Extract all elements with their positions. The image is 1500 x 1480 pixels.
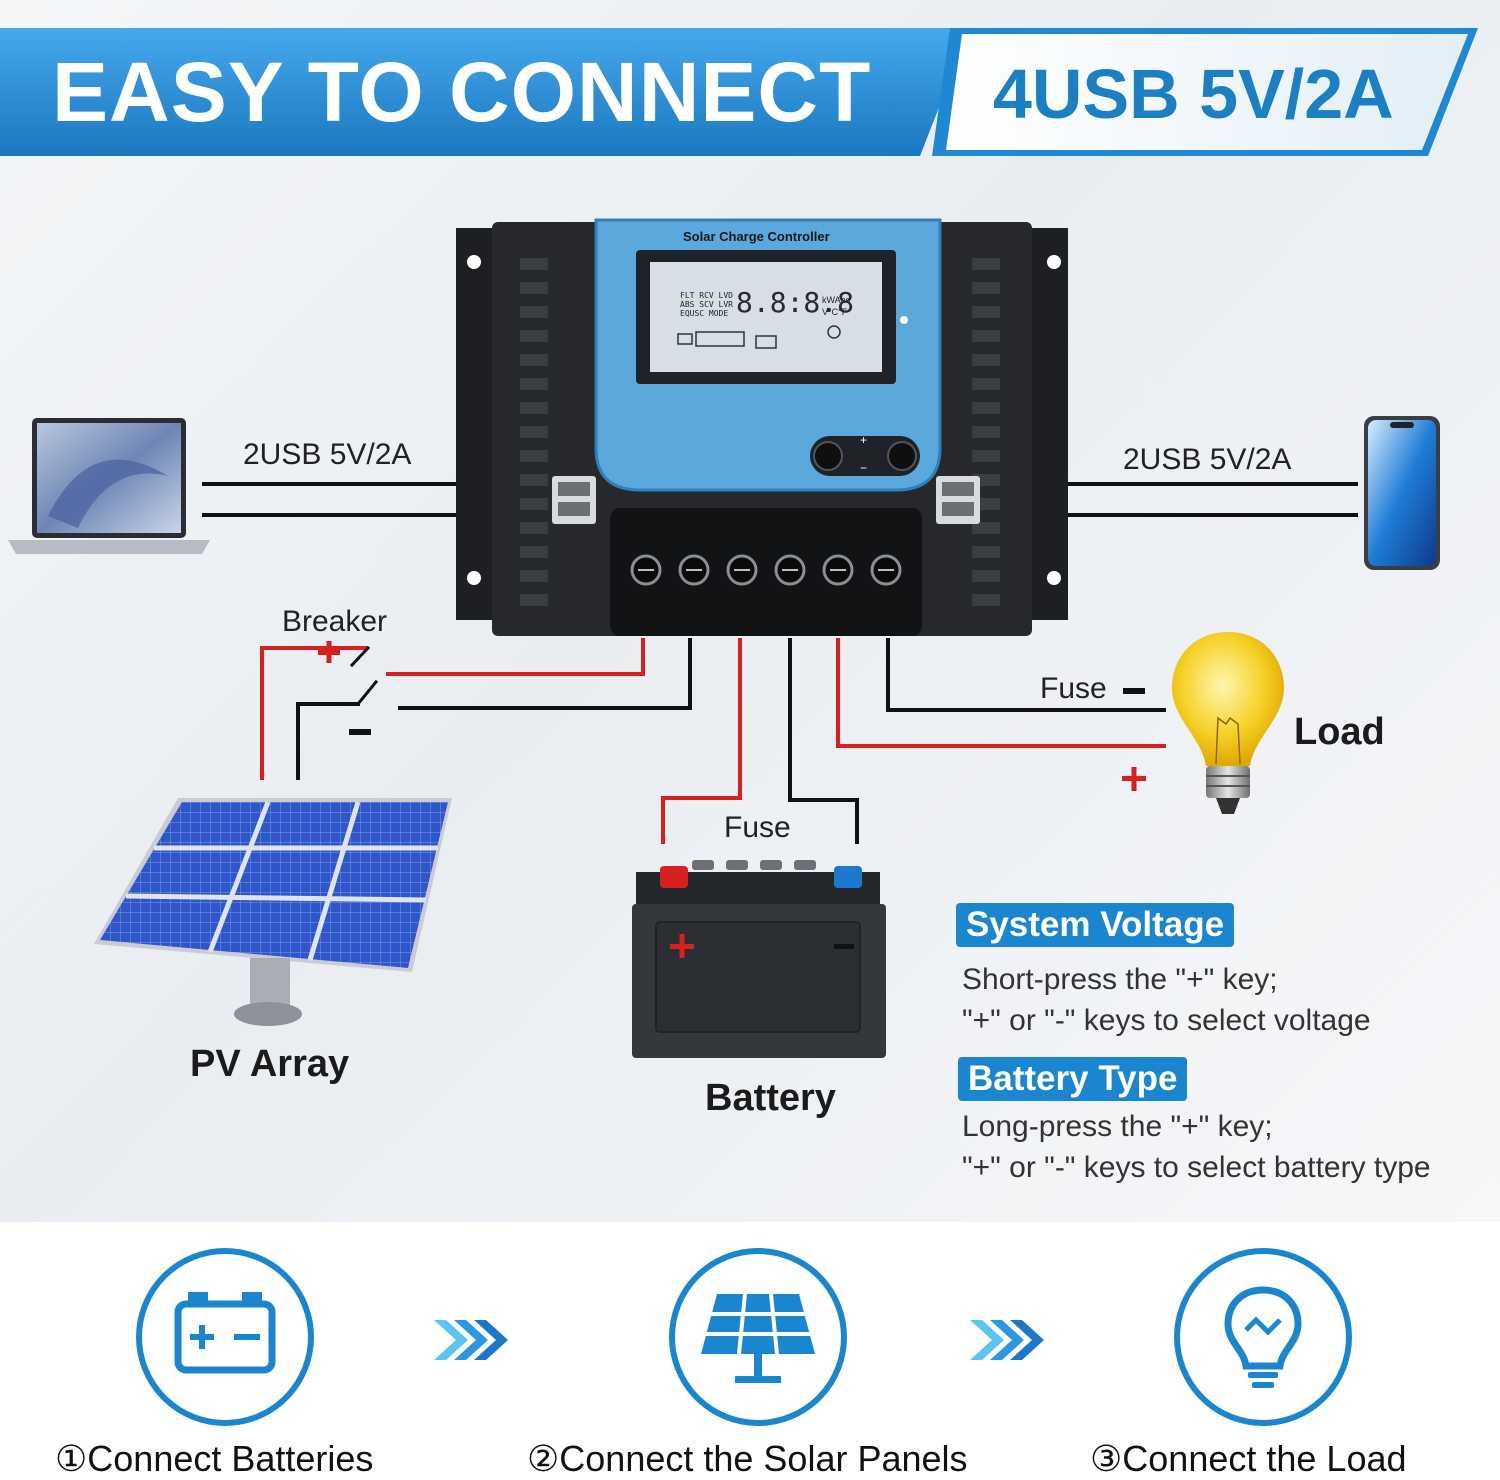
mount-hole <box>1047 571 1061 585</box>
pv-array-label: PV Array <box>190 1043 350 1085</box>
usb-ports-right <box>936 476 980 524</box>
svg-text:−: − <box>860 461 867 475</box>
banner-left-band <box>0 28 970 156</box>
step-3-label: Connect the Load <box>1122 1438 1407 1479</box>
load-fuse-label: Fuse <box>1040 672 1107 705</box>
system-voltage-title: System Voltage <box>956 903 1235 947</box>
battery <box>632 860 886 1058</box>
minus-key[interactable] <box>887 441 917 471</box>
banner <box>0 28 1478 156</box>
solar-charge-controller: + − <box>456 218 1068 636</box>
battery-negative-terminal <box>834 866 862 888</box>
battery-label: Battery <box>705 1077 836 1119</box>
lcd-status-labels: FLT RCV LVD ABS SCV LVR EQUSC MODE <box>680 291 733 318</box>
lcd-screen <box>650 262 882 372</box>
mount-hole <box>467 571 481 585</box>
mount-hole <box>467 255 481 269</box>
load-plus-icon <box>1122 767 1146 791</box>
system-voltage-line2: "+" or "-" keys to select voltage <box>962 1004 1371 1037</box>
banner-right-band <box>946 34 1468 150</box>
usb-right-label: 2USB 5V/2A <box>1123 443 1292 476</box>
step-1: ①Connect Batteries <box>55 1438 373 1480</box>
battery-fuse-label: Fuse <box>724 811 791 844</box>
battery-type-line2: "+" or "-" keys to select battery type <box>962 1151 1431 1184</box>
battery-minus-icon <box>834 944 854 949</box>
solar-panel <box>94 798 452 1026</box>
load-minus-icon <box>1123 688 1145 694</box>
mount-hole <box>1047 255 1061 269</box>
step-3-number: ③ <box>1090 1438 1123 1479</box>
usb-ports-left <box>552 476 596 524</box>
battery-plus-icon <box>670 934 694 958</box>
battery-positive-terminal <box>660 866 688 888</box>
lcd-row2: ABS SCV LVR <box>680 300 733 309</box>
phone-icon <box>1364 416 1440 570</box>
lcd-row1: FLT RCV LVD <box>680 291 733 300</box>
light-bulb <box>1172 632 1284 814</box>
battery-type-line1: Long-press the "+" key; <box>962 1110 1273 1143</box>
laptop-icon <box>8 418 210 554</box>
lcd-units1: kWAhs <box>822 295 851 305</box>
chevron-right-icon <box>434 1320 508 1360</box>
banner-title: EASY TO CONNECT <box>52 45 872 139</box>
lcd-digits: 8.8:8.8 <box>736 286 855 319</box>
system-voltage-line1: Short-press the "+" key; <box>962 963 1278 996</box>
solar-panel-icon <box>669 1248 847 1426</box>
system-voltage-description: Short-press the "+" key; "+" or "-" keys… <box>962 959 1371 1041</box>
step-1-number: ① <box>55 1438 88 1479</box>
battery-icon <box>136 1248 314 1426</box>
battery-type-title: Battery Type <box>958 1057 1188 1101</box>
step-3: ③Connect the Load <box>1090 1438 1407 1480</box>
controller-label: Solar Charge Controller <box>683 229 830 244</box>
lcd-row3: EQUSC MODE <box>680 309 729 318</box>
breaker-label: Breaker <box>282 605 388 638</box>
svg-text:+: + <box>860 433 867 447</box>
banner-subtitle: 4USB 5V/2A <box>993 55 1394 133</box>
lcd-units2: V°C°F <box>822 307 848 317</box>
breaker-minus-icon <box>349 729 371 735</box>
step-2-label: Connect the Solar Panels <box>559 1438 968 1479</box>
load-label: Load <box>1294 711 1385 753</box>
indicator-led <box>900 316 908 324</box>
breaker-plus-icon <box>318 641 340 663</box>
chevron-right-icon <box>970 1320 1044 1360</box>
step-2-number: ② <box>527 1438 560 1479</box>
usb-left-label: 2USB 5V/2A <box>243 438 412 471</box>
light-bulb-icon <box>1174 1248 1352 1426</box>
step-1-label: Connect Batteries <box>87 1438 374 1479</box>
battery-type-description: Long-press the "+" key; "+" or "-" keys … <box>962 1106 1431 1188</box>
plus-key[interactable] <box>813 441 843 471</box>
wiring <box>202 482 1358 844</box>
step-2: ②Connect the Solar Panels <box>527 1438 968 1480</box>
